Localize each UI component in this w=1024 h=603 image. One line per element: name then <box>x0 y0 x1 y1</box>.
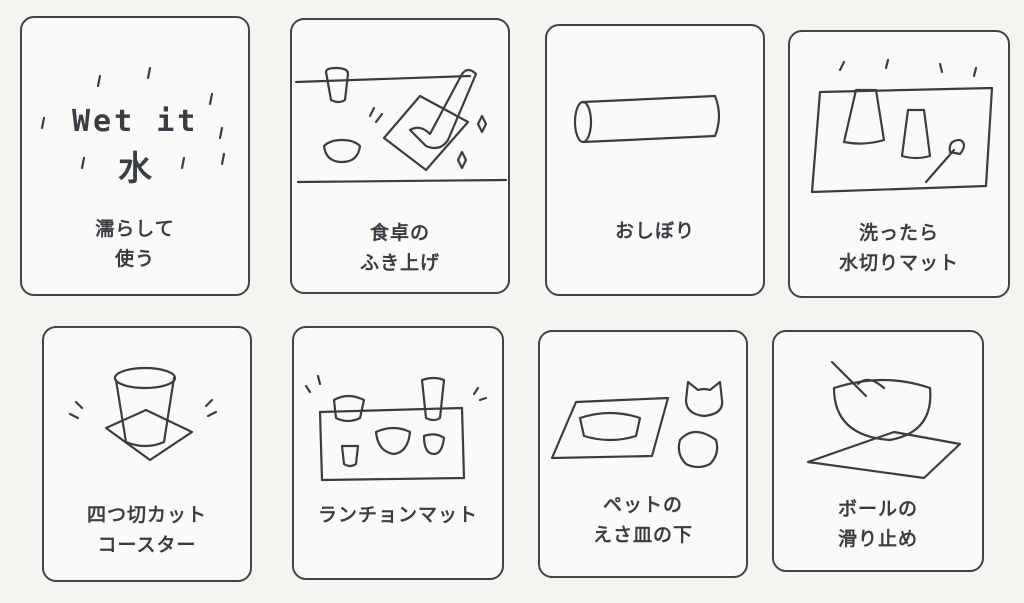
luncheon-mat-icon <box>304 374 488 482</box>
rolled-towel-icon <box>573 94 721 144</box>
card-coaster: 四つ切カット コースター <box>42 326 252 582</box>
card-label: 四つ切カット コースター <box>44 500 250 560</box>
wet-it-art-text: Wet it <box>72 104 198 139</box>
card-dish-drying-mat: 洗ったら 水切りマット <box>788 30 1010 298</box>
card-pet-bowl-mat: ペットの えさ皿の下 <box>538 330 748 578</box>
label-line-2: 水切りマット <box>838 252 959 274</box>
card-label: 濡らして 使う <box>22 214 248 274</box>
card-wet-to-use: Wet it 水 濡らして 使う <box>20 16 250 296</box>
card-oshibori: おしぼり <box>545 24 765 296</box>
card-label: おしぼり <box>547 216 763 246</box>
pet-bowl-mat-icon <box>550 380 724 469</box>
card-label: ランチョンマット <box>294 500 502 530</box>
card-label: ペットの えさ皿の下 <box>540 490 746 550</box>
card-label: 食卓の ふき上げ <box>292 218 508 278</box>
label-line-1: ランチョンマット <box>317 504 478 526</box>
card-table-wiping: 食卓の ふき上げ <box>290 18 510 294</box>
card-label: 洗ったら 水切りマット <box>790 218 1008 278</box>
label-line-2: 滑り止め <box>837 528 918 550</box>
card-bowl-non-slip: ボールの 滑り止め <box>772 330 984 572</box>
label-line-1: 四つ切カット <box>86 504 207 526</box>
label-line-2: えさ皿の下 <box>592 524 693 546</box>
dog-face-icon <box>677 430 719 469</box>
label-line-1: おしぼり <box>614 220 695 242</box>
label-line-1: 食卓の <box>369 222 430 244</box>
label-line-1: ボールの <box>837 498 918 520</box>
water-kanji-art-text: 水 <box>118 149 153 189</box>
label-line-2: コースター <box>97 534 197 556</box>
label-line-1: ペットの <box>602 494 683 516</box>
card-label: ボールの 滑り止め <box>774 494 982 554</box>
card-luncheon-mat: ランチョンマット <box>292 326 504 580</box>
cat-face-icon <box>684 380 724 418</box>
dish-drying-mat-icon <box>810 58 994 194</box>
label-line-1: 洗ったら <box>858 222 939 244</box>
glass-coaster-icon <box>68 366 218 462</box>
table-wiping-icon <box>294 66 508 184</box>
label-line-2: 使う <box>114 248 155 270</box>
label-line-2: ふき上げ <box>359 252 440 274</box>
bowl-non-slip-icon <box>806 360 962 480</box>
label-line-1: 濡らして <box>95 218 175 240</box>
wet-it-water-drops-icon: Wet it 水 <box>40 66 226 189</box>
